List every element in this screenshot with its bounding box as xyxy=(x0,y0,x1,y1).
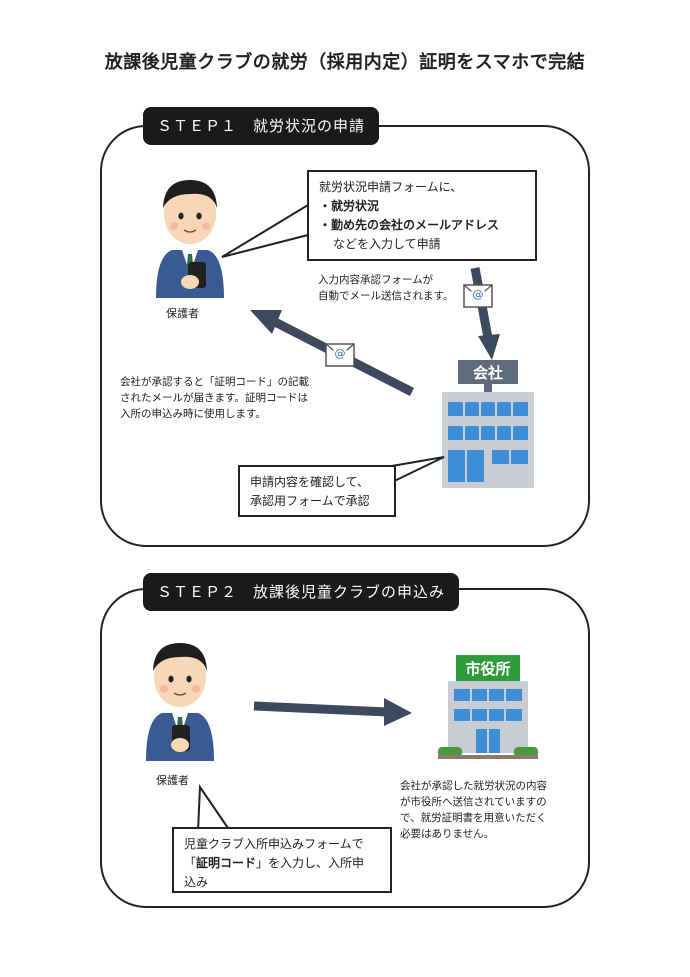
approve-bubble-tail xyxy=(385,456,445,486)
guardian-illustration-step2 xyxy=(146,643,214,761)
page-title: 放課後児童クラブの就労（採用内定）証明をスマホで完結 xyxy=(104,52,586,73)
proof-code-emphasis: 証明コード xyxy=(196,856,257,870)
svg-text:@: @ xyxy=(473,288,484,301)
apply-bubble-tail xyxy=(197,783,231,832)
cityhall-building-icon: 市役所 xyxy=(438,655,538,759)
form-bubble-intro: 就労状況申請フォームに、 xyxy=(319,180,463,194)
step2-tab: ＳＴＥＰ２ 放課後児童クラブの申込み xyxy=(143,573,460,611)
approve-bubble: 申請内容を確認して、 承認用フォームで承認 xyxy=(238,465,396,517)
svg-text:市役所: 市役所 xyxy=(465,660,510,678)
form-bubble-item1: ・就労状況 xyxy=(319,199,380,213)
form-bubble-tail xyxy=(221,204,309,258)
guardian-label-step2: 保護者 xyxy=(156,774,189,787)
mail-icon: @ xyxy=(463,284,493,308)
auto-mail-note: 入力内容承認フォームが 自動でメール送信されます。 xyxy=(318,274,454,302)
apply-bubble: 児童クラブ入所申込みフォームで 「証明コード」を入力し、入所申 込み xyxy=(172,827,392,893)
form-bubble-item2: ・勤め先の会社のメールアドレス xyxy=(319,218,500,232)
form-bubble: 就労状況申請フォームに、 ・就労状況 ・勤め先の会社のメールアドレス などを入力… xyxy=(307,170,537,261)
code-mail-note: 会社が承認すると「証明コード」の記載 されたメールが届きます。証明コードは 入所… xyxy=(120,376,309,420)
company-building-icon: 会社 xyxy=(442,360,534,488)
form-bubble-outro: などを入力して申請 xyxy=(333,237,441,251)
step1-tab: ＳＴＥＰ１ 就労状況の申請 xyxy=(143,107,380,145)
svg-text:@: @ xyxy=(335,347,346,360)
guardian-illustration-step1 xyxy=(156,180,224,298)
guardian-label-step1: 保護者 xyxy=(166,307,199,320)
cityhall-info-note: 会社が承認した就労状況の内容 が市役所へ送信されていますの で、就労証明書を用意… xyxy=(400,780,547,840)
svg-text:会社: 会社 xyxy=(473,364,503,382)
mail-icon: @ xyxy=(325,343,355,367)
